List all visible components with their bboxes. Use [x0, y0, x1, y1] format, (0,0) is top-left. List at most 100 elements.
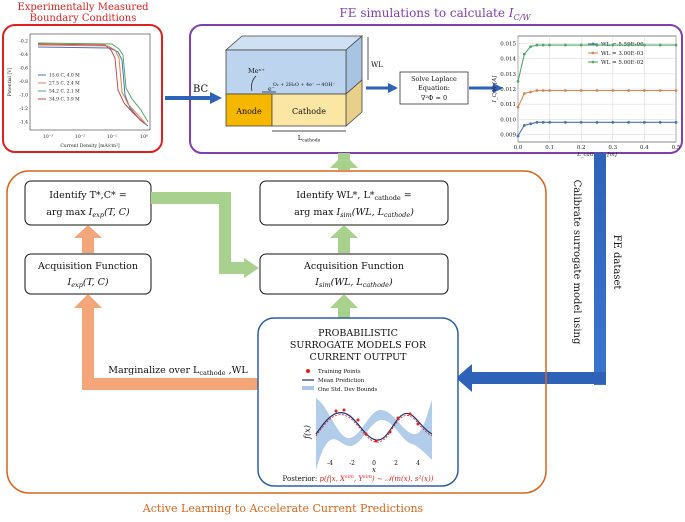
fe-chart-point	[516, 105, 520, 109]
fe-chart-point	[611, 120, 615, 124]
experimental-ylabel: Potential [V]	[7, 68, 13, 97]
fe-chart-point	[541, 120, 545, 124]
gp-xtick-label: 4	[416, 460, 420, 467]
fe-chart-point	[674, 89, 678, 92]
electrolyte-top-face	[224, 35, 364, 51]
exp-ytick-label: -1.2	[19, 106, 28, 112]
fe-chart-legend-label: WL = 3.00E-03	[601, 51, 644, 57]
exp-xtick-label: 10⁻²	[75, 134, 85, 140]
reaction-label: O₂ + 2H₂O + 4e⁻ → 4OH⁻	[273, 82, 336, 88]
fe-chart-legend-label: WL = 5.00E-02	[601, 60, 644, 66]
fe-chart-point	[643, 43, 646, 47]
gp-xtick-label: 0	[372, 460, 376, 467]
legend-std-text: One Std. Dev Bounds	[318, 387, 378, 393]
training-point-9	[416, 422, 420, 426]
calibrate-arrow-head	[456, 364, 472, 392]
fe-chart-point	[548, 89, 551, 92]
legend-mean-text: Mean Prediction	[318, 378, 365, 384]
fe-chart-xtick-label: 0.3	[608, 145, 617, 151]
fe-to-identify-connector	[338, 153, 350, 157]
surrogate-title-line3: CURRENT OUTPUT	[310, 352, 408, 363]
gp-training-points	[334, 408, 420, 443]
fe-chart-point	[564, 89, 567, 92]
gp-xtick-label: -4	[327, 460, 333, 467]
fe-chart-point	[535, 120, 539, 124]
sim-acq-to-identify-shaft	[338, 236, 350, 253]
acq-exp-box	[24, 253, 152, 295]
gp-xlabel: x	[372, 466, 376, 474]
training-point-1	[334, 409, 338, 413]
solve-line2: Equation:	[418, 84, 450, 92]
gp-ylabel: f(x)	[303, 425, 312, 440]
fe-chart-point	[522, 123, 526, 127]
fe-chart-ytick-label: 0.012	[500, 87, 516, 93]
fe-chart-legend-marker	[591, 51, 595, 55]
fe-chart-point	[674, 120, 678, 124]
surrogate-to-acq-head	[330, 294, 358, 308]
calibrate-text-line2: FE dataset	[611, 235, 622, 290]
metal-ion-arrow	[251, 75, 257, 92]
fe-chart-point	[529, 90, 533, 94]
fe-chart-point	[522, 52, 526, 56]
experimental-plot-area	[29, 33, 151, 131]
gp-plot: f(x) -4 -2 0 2 4 x	[303, 398, 433, 474]
training-point-3	[356, 418, 360, 422]
fe-chart-point	[564, 120, 567, 124]
gp-xtick-label: 2	[394, 460, 398, 467]
identify-tc-box	[24, 180, 152, 226]
surrogate-title-line1: PROBABILISTIC	[318, 328, 398, 339]
metal-ion-label: Meⁿ⁺	[248, 67, 265, 75]
fe-chart-point	[658, 43, 662, 47]
cell-to-solver-arrow-head	[388, 83, 398, 93]
fe-chart-ytick-label: 0.010	[500, 117, 516, 123]
legend-training-marker	[306, 369, 310, 373]
active-learning-border	[6, 170, 547, 494]
marginalize-head	[74, 294, 102, 308]
fe-chart-point	[541, 89, 545, 92]
fe-chart-point	[579, 43, 583, 47]
calibrate-arrow-group: Calibrate surrogate model using FE datas…	[456, 153, 622, 392]
acq-exp-line1: Acquisition Function	[37, 261, 138, 272]
fe-panel-title: FE simulations to calculate IC/W	[339, 6, 531, 22]
fe-chart-xtick-label: 0.2	[577, 145, 586, 151]
fe-chart-point	[516, 80, 520, 83]
gp-true-dashed	[315, 414, 433, 443]
exp-xtick-label: 10⁰	[140, 134, 148, 140]
solve-line1: Solve Laplace	[411, 75, 457, 83]
acq-sim-box	[259, 253, 449, 295]
gp-std-band	[316, 398, 432, 470]
solve-laplace-box	[399, 71, 469, 105]
gp-xtick-label: -2	[349, 460, 355, 467]
marginalize-shaft-horizontal	[82, 378, 258, 390]
fe-chart-point	[611, 43, 615, 47]
training-point-7	[396, 416, 400, 420]
exp-legend-label: 54.2 C, 2.1 M	[49, 89, 80, 95]
surrogate-title-line2: SURROGATE MODELS FOR	[290, 340, 427, 351]
fe-chart-point	[529, 122, 533, 126]
fe-chart-point	[643, 89, 646, 92]
identify-tc-to-acq-sim-head	[244, 258, 259, 278]
acq-sim-line2: Isim(WL, Lcathode)	[314, 277, 393, 289]
legend-std-marker	[302, 386, 314, 390]
acq-to-identify-shaft	[82, 236, 94, 253]
fe-chart-point	[595, 43, 599, 47]
legend-training-text: Training Points	[318, 369, 361, 375]
fe-chart-xtick-label: 0.0	[514, 145, 523, 151]
exp-xtick-label: 10⁻³	[43, 134, 53, 140]
fe-chart-point	[541, 43, 545, 47]
fe-chart-xtick-label: 0.4	[640, 145, 649, 151]
fe-chart-legend-marker	[591, 60, 595, 64]
anode-block	[225, 93, 273, 127]
fe-chart-ytick-label: 0.013	[500, 72, 516, 78]
fe-chart-point	[627, 120, 630, 124]
experimental-legend: 15.6 C, 4.0 M27.5 C, 2.4 M54.2 C, 2.1 M3…	[38, 73, 80, 103]
lcathode-label: Lcathode	[298, 134, 321, 144]
experimental-panel: Experimentally Measured Boundary Conditi…	[2, 2, 163, 153]
acq-sim-line1: Acquisition Function	[303, 261, 404, 272]
bc-label: BC	[193, 84, 209, 95]
exp-curve-2	[37, 44, 147, 125]
experimental-title-line2: Boundary Conditions	[30, 13, 137, 24]
